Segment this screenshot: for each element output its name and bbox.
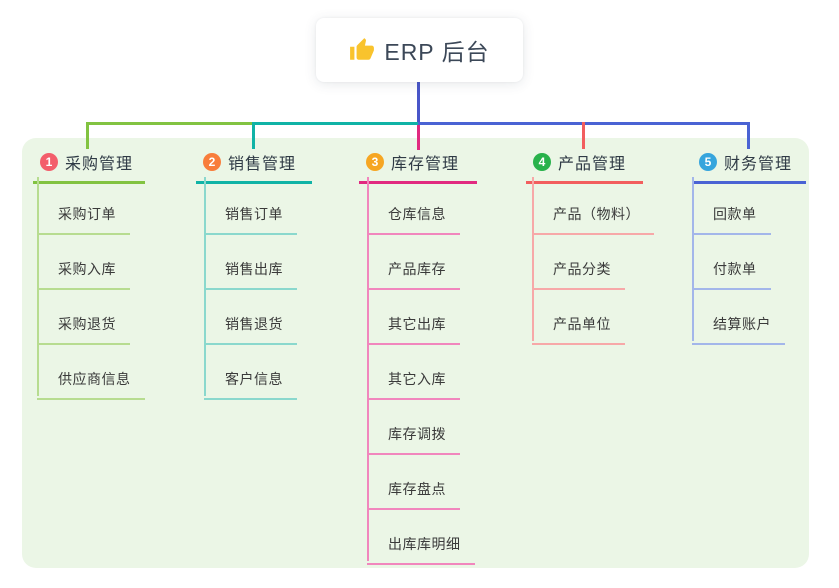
branch-label-product: 产品管理 [558, 156, 627, 173]
child-node-product-stock[interactable]: 产品库存 [367, 259, 460, 290]
branches-panel [22, 138, 809, 568]
children-line-finance [692, 177, 694, 341]
child-node-other-inbound[interactable]: 其它入库 [367, 369, 460, 400]
branch-badge-4: 4 [533, 153, 551, 171]
branch-node-purchase[interactable]: 1 采购管理 [33, 150, 145, 184]
branch-drop-line-product [582, 122, 585, 149]
branch-drop-line-inventory [417, 125, 420, 150]
child-node-purchase-return[interactable]: 采购退货 [37, 314, 130, 345]
child-node-supplier-info[interactable]: 供应商信息 [37, 369, 145, 400]
child-node-purchase-order[interactable]: 采购订单 [37, 204, 130, 235]
child-node-stock-count[interactable]: 库存盘点 [367, 479, 460, 510]
child-node-warehouse-info[interactable]: 仓库信息 [367, 204, 460, 235]
child-node-stock-detail[interactable]: 出库库明细 [367, 534, 475, 565]
branch-node-product[interactable]: 4 产品管理 [526, 150, 643, 184]
children-line-product [532, 177, 534, 341]
child-node-receipt-bill[interactable]: 回款单 [692, 204, 771, 235]
child-node-product-material[interactable]: 产品（物料） [532, 204, 654, 235]
branch-label-inventory: 库存管理 [391, 156, 460, 173]
child-node-sales-return[interactable]: 销售退货 [204, 314, 297, 345]
branch-label-sales: 销售管理 [228, 156, 297, 173]
children-line-sales [204, 177, 206, 396]
branch-badge-2: 2 [203, 153, 221, 171]
child-node-payment-bill[interactable]: 付款单 [692, 259, 771, 290]
branch-badge-1: 1 [40, 153, 58, 171]
child-node-settlement-account[interactable]: 结算账户 [692, 314, 785, 345]
child-node-sales-order[interactable]: 销售订单 [204, 204, 297, 235]
branch-label-purchase: 采购管理 [65, 156, 134, 173]
child-node-stock-transfer[interactable]: 库存调拨 [367, 424, 460, 455]
root-node[interactable]: ERP 后台 [316, 18, 523, 82]
branch-drop-line-sales [252, 122, 255, 149]
root-connector-line [417, 82, 420, 123]
branch-drop-line-purchase [86, 122, 89, 149]
child-node-sales-outbound[interactable]: 销售出库 [204, 259, 297, 290]
root-node-label: ERP 后台 [384, 39, 490, 65]
child-node-product-unit[interactable]: 产品单位 [532, 314, 625, 345]
child-node-purchase-inbound[interactable]: 采购入库 [37, 259, 130, 290]
branch-badge-5: 5 [699, 153, 717, 171]
branch-node-finance[interactable]: 5 财务管理 [692, 150, 806, 184]
connector-segment-green [86, 122, 254, 125]
child-node-other-outbound[interactable]: 其它出库 [367, 314, 460, 345]
children-line-inventory [367, 177, 369, 561]
child-node-product-category[interactable]: 产品分类 [532, 259, 625, 290]
children-line-purchase [37, 177, 39, 396]
branch-label-finance: 财务管理 [724, 156, 793, 173]
branch-badge-3: 3 [366, 153, 384, 171]
child-node-customer-info[interactable]: 客户信息 [204, 369, 297, 400]
branch-node-sales[interactable]: 2 销售管理 [196, 150, 312, 184]
connector-segment-teal [254, 122, 418, 125]
thumbs-up-icon [350, 38, 375, 60]
branch-drop-line-finance [747, 122, 750, 149]
branch-node-inventory[interactable]: 3 库存管理 [359, 150, 477, 184]
